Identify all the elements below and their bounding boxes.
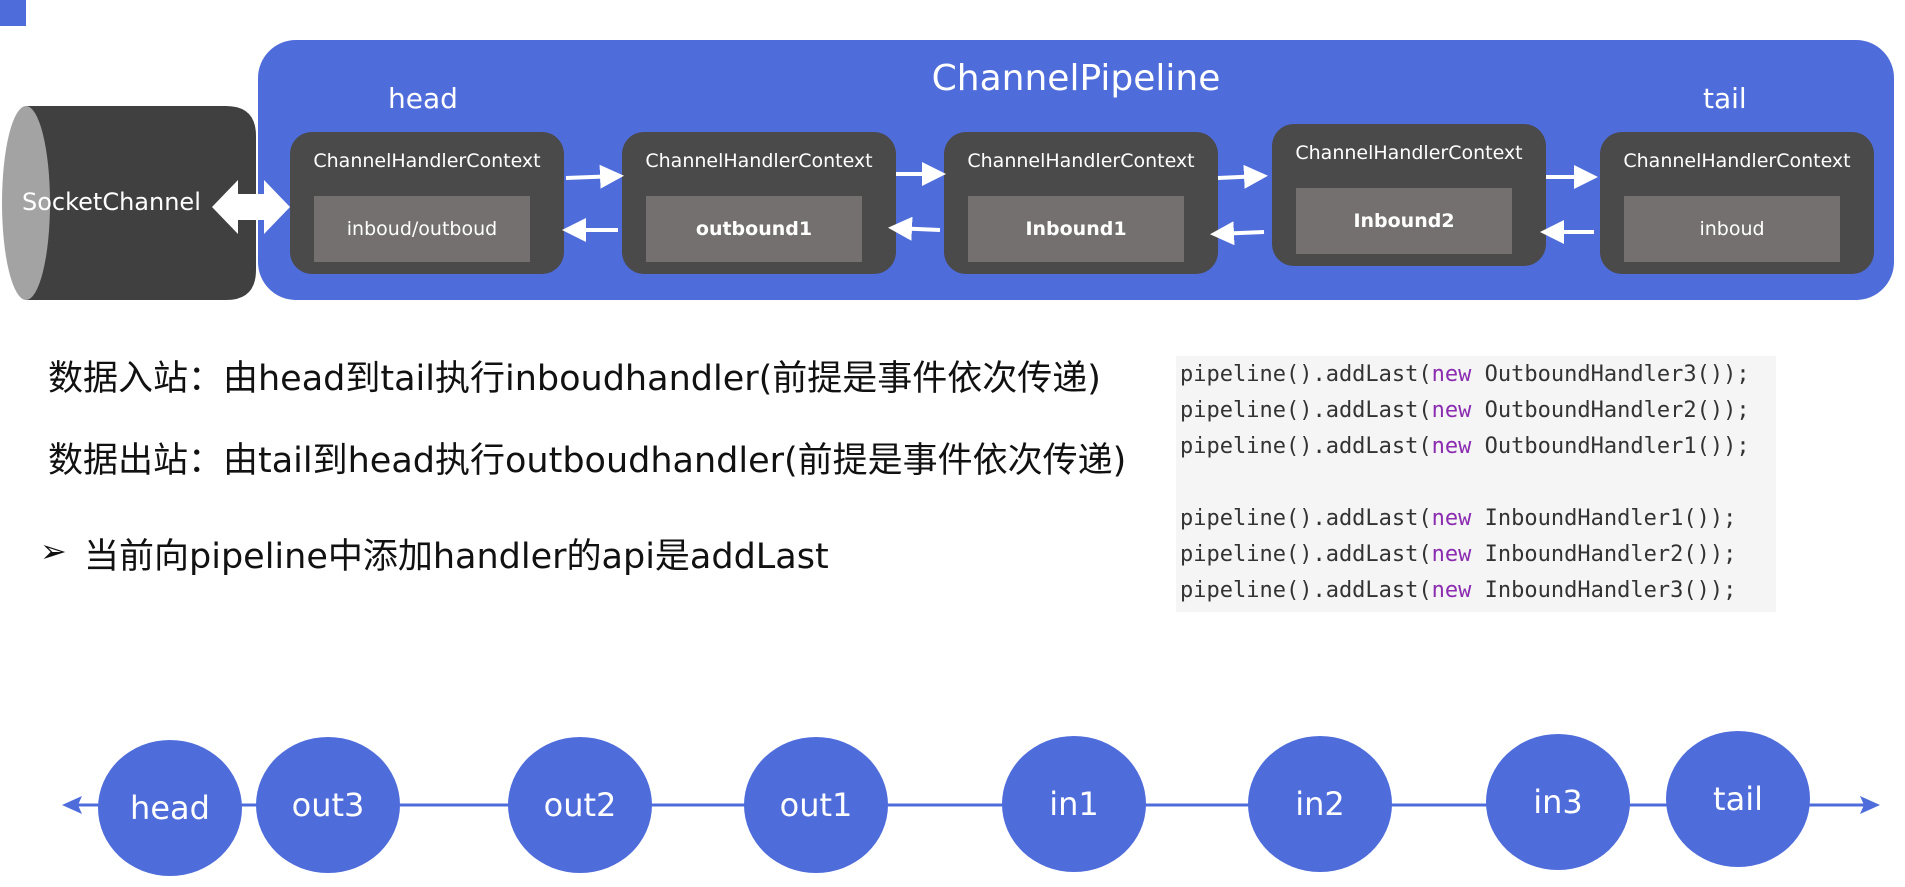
context-title: ChannelHandlerContext — [1623, 150, 1851, 172]
handler-box: outbound1 — [646, 196, 862, 262]
chain-left-arrowhead — [62, 796, 82, 814]
code-line: pipeline().addLast(new InboundHandler3()… — [1180, 578, 1737, 603]
code-line: pipeline().addLast(new InboundHandler1()… — [1180, 506, 1737, 531]
corner-marker — [0, 0, 26, 26]
context-tail: ChannelHandlerContext inboud — [1600, 132, 1874, 274]
chain-right-arrowhead — [1860, 796, 1880, 814]
socket-channel-label: SocketChannel — [22, 188, 201, 216]
context-inbound1: ChannelHandlerContext Inbound1 — [944, 132, 1218, 274]
context-title: ChannelHandlerContext — [1295, 142, 1523, 164]
chain-node-tail: tail — [1666, 731, 1810, 867]
inbound-note: 数据入站：由head到tail执行inboudhandler(前提是事件依次传递… — [48, 359, 1101, 399]
outbound-note: 数据出站：由tail到head执行outboudhandler(前提是事件依次传… — [48, 441, 1127, 481]
code-line: pipeline().addLast(new InboundHandler2()… — [1180, 542, 1737, 567]
context-title: ChannelHandlerContext — [967, 150, 1195, 172]
handler-box: inboud/outboud — [314, 196, 530, 262]
chain-node-in2: in2 — [1248, 736, 1392, 872]
code-snippet: pipeline().addLast(new OutboundHandler3(… — [1176, 356, 1776, 612]
bullet-arrow-icon: ➢ — [40, 532, 67, 570]
channel-pipeline: ChannelPipeline head tail ChannelHandler… — [258, 40, 1894, 300]
context-inbound2: ChannelHandlerContext Inbound2 — [1272, 124, 1546, 266]
chain-node-in3: in3 — [1486, 734, 1630, 870]
context-head: ChannelHandlerContext inboud/outboud — [290, 132, 564, 274]
handler-box: Inbound2 — [1296, 188, 1512, 254]
handler-box: inboud — [1624, 196, 1840, 262]
chain-node-out3: out3 — [256, 737, 400, 873]
code-line: pipeline().addLast(new OutboundHandler3(… — [1180, 362, 1750, 387]
head-label: head — [388, 82, 458, 115]
chain-node-out2: out2 — [508, 737, 652, 873]
pipeline-title: ChannelPipeline — [931, 58, 1221, 99]
tail-label: tail — [1703, 82, 1747, 115]
context-outbound1: ChannelHandlerContext outbound1 — [622, 132, 896, 274]
chain-node-head: head — [98, 740, 242, 876]
code-line: pipeline().addLast(new OutboundHandler1(… — [1180, 434, 1750, 459]
socket-channel-cylinder — [2, 106, 256, 300]
handler-box: Inbound1 — [968, 196, 1184, 262]
code-line: pipeline().addLast(new OutboundHandler2(… — [1180, 398, 1750, 423]
context-title: ChannelHandlerContext — [645, 150, 873, 172]
chain-node-in1: in1 — [1002, 736, 1146, 872]
context-title: ChannelHandlerContext — [313, 150, 541, 172]
chain-node-out1: out1 — [744, 737, 888, 873]
addlast-note: 当前向pipeline中添加handler的api是addLast — [84, 537, 829, 577]
